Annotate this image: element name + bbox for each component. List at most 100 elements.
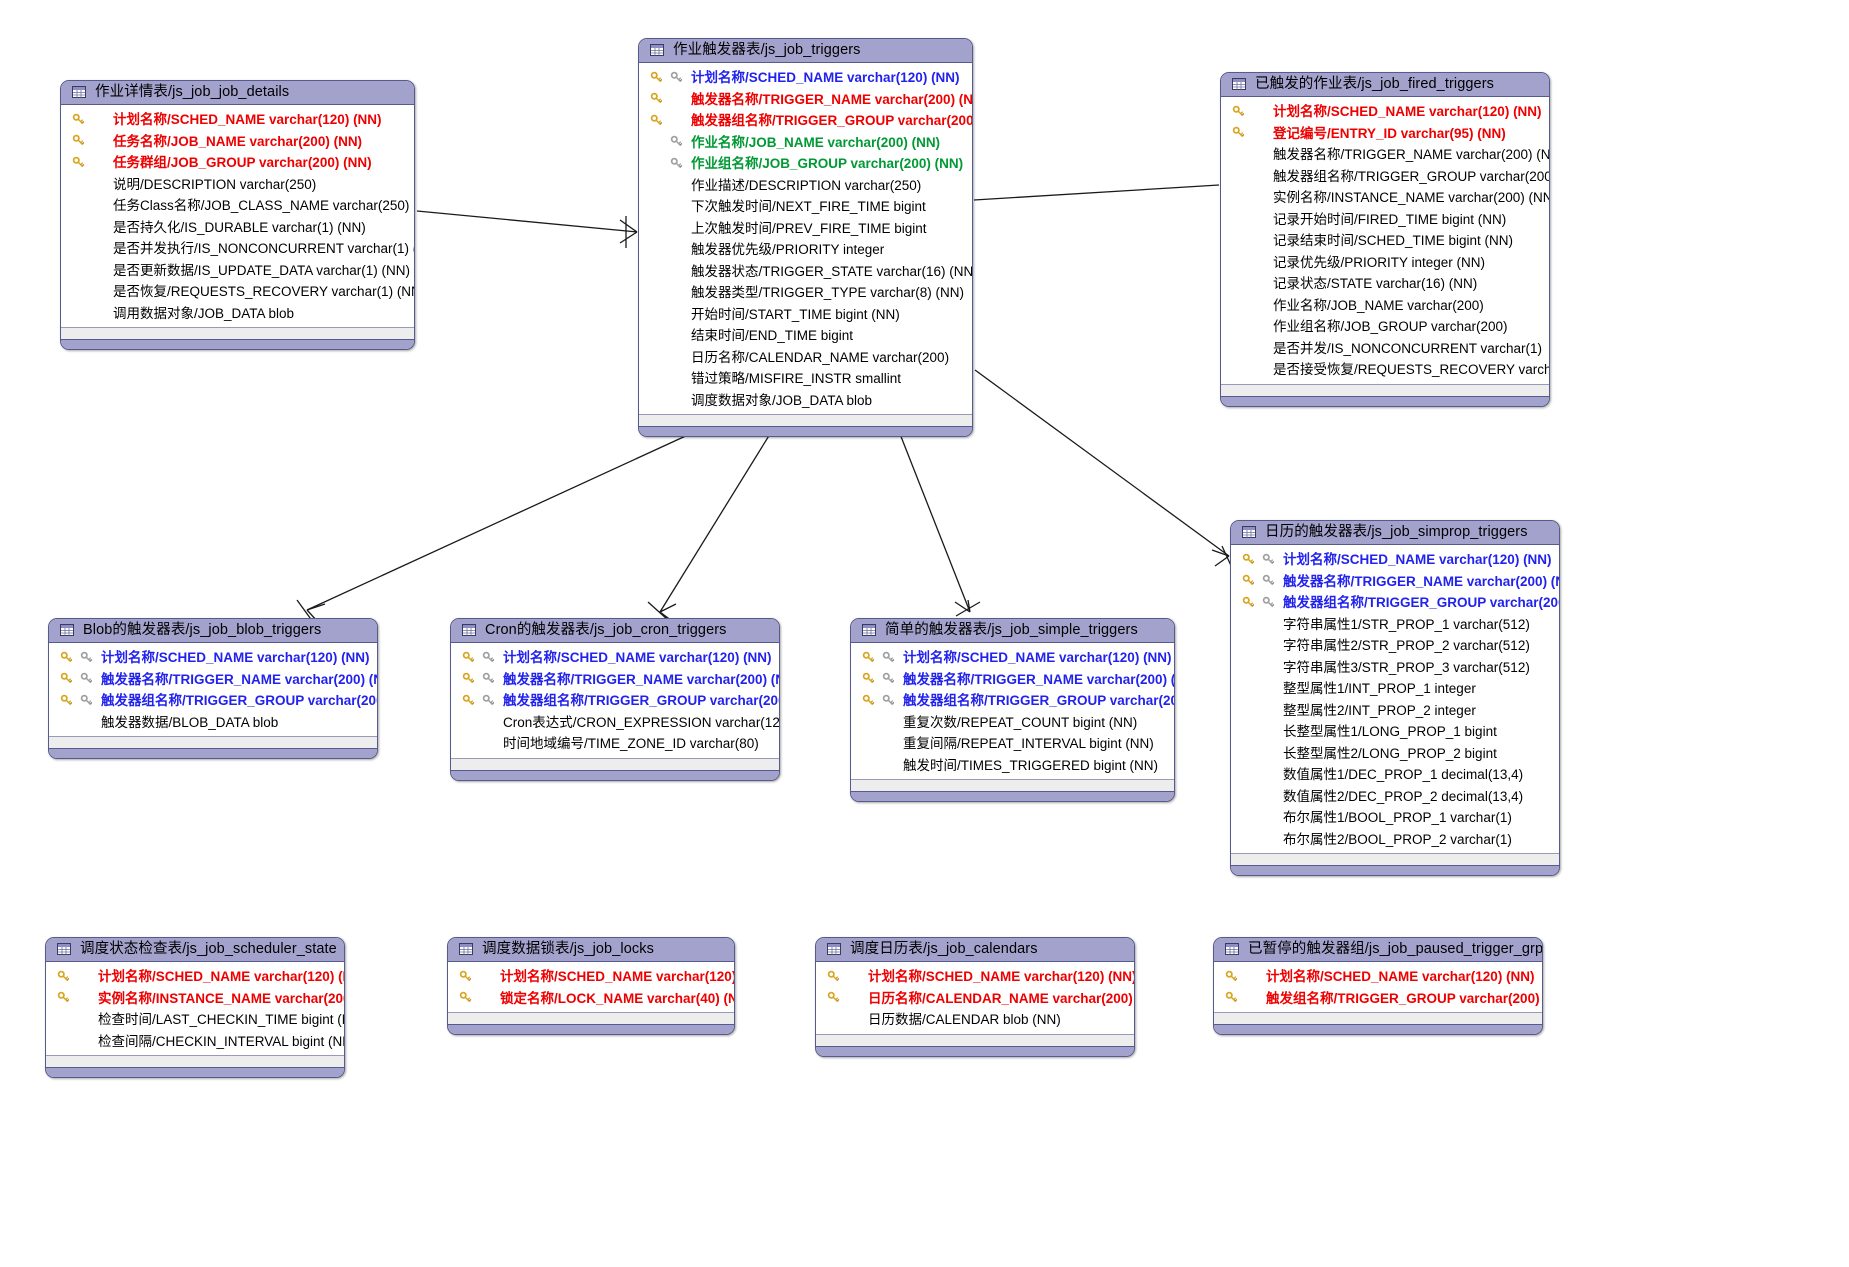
- attribute-row[interactable]: 触发时间/TIMES_TRIGGERED bigint (NN): [851, 755, 1174, 777]
- attribute-row[interactable]: 记录优先级/PRIORITY integer (NN): [1221, 252, 1549, 274]
- attribute-row[interactable]: 是否持久化/IS_DURABLE varchar(1) (NN): [61, 217, 414, 239]
- attribute-row[interactable]: 计划名称/SCHED_NAME varchar(120) (NN): [851, 647, 1174, 669]
- entity-header-paused_trigger_grps[interactable]: 已暂停的触发器组/js_job_paused_trigger_grps: [1214, 938, 1542, 962]
- attribute-row[interactable]: 触发器类型/TRIGGER_TYPE varchar(8) (NN): [639, 282, 972, 304]
- attribute-row[interactable]: 任务群组/JOB_GROUP varchar(200) (NN): [61, 152, 414, 174]
- attribute-row[interactable]: 数值属性1/DEC_PROP_1 decimal(13,4): [1231, 764, 1559, 786]
- attribute-row[interactable]: 检查时间/LAST_CHECKIN_TIME bigint (NN): [46, 1009, 344, 1031]
- attribute-row[interactable]: 调度数据对象/JOB_DATA blob: [639, 390, 972, 412]
- entity-simple_triggers[interactable]: 简单的触发器表/js_job_simple_triggers 计划名称/SCHED…: [850, 618, 1175, 802]
- entity-paused_trigger_grps[interactable]: 已暂停的触发器组/js_job_paused_trigger_grps 计划名称/…: [1213, 937, 1543, 1035]
- entity-header-locks[interactable]: 调度数据锁表/js_job_locks: [448, 938, 734, 962]
- attribute-row[interactable]: 触发器组名称/TRIGGER_GROUP varchar(200) (NN): [451, 690, 779, 712]
- attribute-row[interactable]: 字符串属性1/STR_PROP_1 varchar(512): [1231, 614, 1559, 636]
- attribute-row[interactable]: 字符串属性2/STR_PROP_2 varchar(512): [1231, 635, 1559, 657]
- attribute-row[interactable]: 计划名称/SCHED_NAME varchar(120) (NN): [1221, 101, 1549, 123]
- attribute-row[interactable]: 是否接受恢复/REQUESTS_RECOVERY varchar(1): [1221, 359, 1549, 381]
- attribute-row[interactable]: 触发器组名称/TRIGGER_GROUP varchar(200) (NN): [851, 690, 1174, 712]
- entity-job_triggers[interactable]: 作业触发器表/js_job_triggers 计划名称/SCHED_NAME va…: [638, 38, 973, 437]
- attribute-row[interactable]: Cron表达式/CRON_EXPRESSION varchar(120) (NN…: [451, 712, 779, 734]
- entity-fired_triggers[interactable]: 已触发的作业表/js_job_fired_triggers 计划名称/SCHED_…: [1220, 72, 1550, 407]
- attribute-row[interactable]: 计划名称/SCHED_NAME varchar(120) (NN): [448, 966, 734, 988]
- attribute-row[interactable]: 触发器名称/TRIGGER_NAME varchar(200) (NN): [49, 669, 377, 691]
- attribute-row[interactable]: 触发组名称/TRIGGER_GROUP varchar(200) (NN): [1214, 988, 1542, 1010]
- attribute-row[interactable]: 整型属性2/INT_PROP_2 integer: [1231, 700, 1559, 722]
- attribute-row[interactable]: 是否恢复/REQUESTS_RECOVERY varchar(1) (NN): [61, 281, 414, 303]
- entity-simprop_triggers[interactable]: 日历的触发器表/js_job_simprop_triggers 计划名称/SCHE…: [1230, 520, 1560, 876]
- entity-header-simple_triggers[interactable]: 简单的触发器表/js_job_simple_triggers: [851, 619, 1174, 643]
- attribute-row[interactable]: 是否并发/IS_NONCONCURRENT varchar(1): [1221, 338, 1549, 360]
- attribute-row[interactable]: 作业名称/JOB_NAME varchar(200) (NN): [639, 132, 972, 154]
- attribute-row[interactable]: 作业组名称/JOB_GROUP varchar(200) (NN): [639, 153, 972, 175]
- attribute-row[interactable]: 计划名称/SCHED_NAME varchar(120) (NN): [451, 647, 779, 669]
- attribute-row[interactable]: 计划名称/SCHED_NAME varchar(120) (NN): [61, 109, 414, 131]
- entity-header-simprop_triggers[interactable]: 日历的触发器表/js_job_simprop_triggers: [1231, 521, 1559, 545]
- attribute-row[interactable]: 作业组名称/JOB_GROUP varchar(200): [1221, 316, 1549, 338]
- attribute-row[interactable]: 开始时间/START_TIME bigint (NN): [639, 304, 972, 326]
- entity-header-job_triggers[interactable]: 作业触发器表/js_job_triggers: [639, 39, 972, 63]
- entity-blob_triggers[interactable]: Blob的触发器表/js_job_blob_triggers 计划名称/SCHED…: [48, 618, 378, 759]
- attribute-row[interactable]: 触发器组名称/TRIGGER_GROUP varchar(200) (NN): [49, 690, 377, 712]
- attribute-row[interactable]: 计划名称/SCHED_NAME varchar(120) (NN): [49, 647, 377, 669]
- entity-header-fired_triggers[interactable]: 已触发的作业表/js_job_fired_triggers: [1221, 73, 1549, 97]
- attribute-row[interactable]: 数值属性2/DEC_PROP_2 decimal(13,4): [1231, 786, 1559, 808]
- attribute-row[interactable]: 上次触发时间/PREV_FIRE_TIME bigint: [639, 218, 972, 240]
- attribute-row[interactable]: 实例名称/INSTANCE_NAME varchar(200) (NN): [1221, 187, 1549, 209]
- attribute-row[interactable]: 日历数据/CALENDAR blob (NN): [816, 1009, 1134, 1031]
- attribute-row[interactable]: 触发器名称/TRIGGER_NAME varchar(200) (NN): [451, 669, 779, 691]
- entity-scheduler_state[interactable]: 调度状态检查表/js_job_scheduler_state 计划名称/SCHED…: [45, 937, 345, 1078]
- attribute-row[interactable]: 字符串属性3/STR_PROP_3 varchar(512): [1231, 657, 1559, 679]
- attribute-row[interactable]: 实例名称/INSTANCE_NAME varchar(200) (NN): [46, 988, 344, 1010]
- attribute-row[interactable]: 是否并发执行/IS_NONCONCURRENT varchar(1) (NN): [61, 238, 414, 260]
- attribute-row[interactable]: 计划名称/SCHED_NAME varchar(120) (NN): [816, 966, 1134, 988]
- attribute-row[interactable]: 计划名称/SCHED_NAME varchar(120) (NN): [639, 67, 972, 89]
- attribute-row[interactable]: 任务名称/JOB_NAME varchar(200) (NN): [61, 131, 414, 153]
- attribute-row[interactable]: 任务Class名称/JOB_CLASS_NAME varchar(250) (N…: [61, 195, 414, 217]
- attribute-row[interactable]: 记录结束时间/SCHED_TIME bigint (NN): [1221, 230, 1549, 252]
- attribute-row[interactable]: 计划名称/SCHED_NAME varchar(120) (NN): [1214, 966, 1542, 988]
- attribute-row[interactable]: 长整型属性1/LONG_PROP_1 bigint: [1231, 721, 1559, 743]
- attribute-row[interactable]: 触发器数据/BLOB_DATA blob: [49, 712, 377, 734]
- attribute-row[interactable]: 长整型属性2/LONG_PROP_2 bigint: [1231, 743, 1559, 765]
- attribute-row[interactable]: 重复次数/REPEAT_COUNT bigint (NN): [851, 712, 1174, 734]
- attribute-row[interactable]: 重复间隔/REPEAT_INTERVAL bigint (NN): [851, 733, 1174, 755]
- entity-locks[interactable]: 调度数据锁表/js_job_locks 计划名称/SCHED_NAME varch…: [447, 937, 735, 1035]
- attribute-row[interactable]: 触发器状态/TRIGGER_STATE varchar(16) (NN): [639, 261, 972, 283]
- attribute-row[interactable]: 日历名称/CALENDAR_NAME varchar(200): [639, 347, 972, 369]
- attribute-row[interactable]: 下次触发时间/NEXT_FIRE_TIME bigint: [639, 196, 972, 218]
- attribute-row[interactable]: 触发器组名称/TRIGGER_GROUP varchar(200) (NN): [1231, 592, 1559, 614]
- attribute-row[interactable]: 布尔属性2/BOOL_PROP_2 varchar(1): [1231, 829, 1559, 851]
- entity-job_details[interactable]: 作业详情表/js_job_job_details 计划名称/SCHED_NAME …: [60, 80, 415, 350]
- attribute-row[interactable]: 调用数据对象/JOB_DATA blob: [61, 303, 414, 325]
- entity-header-job_details[interactable]: 作业详情表/js_job_job_details: [61, 81, 414, 105]
- entity-header-scheduler_state[interactable]: 调度状态检查表/js_job_scheduler_state: [46, 938, 344, 962]
- attribute-row[interactable]: 日历名称/CALENDAR_NAME varchar(200) (NN): [816, 988, 1134, 1010]
- attribute-row[interactable]: 触发器名称/TRIGGER_NAME varchar(200) (NN): [639, 89, 972, 111]
- attribute-row[interactable]: 作业描述/DESCRIPTION varchar(250): [639, 175, 972, 197]
- attribute-row[interactable]: 触发器组名称/TRIGGER_GROUP varchar(200) (NN): [1221, 166, 1549, 188]
- attribute-row[interactable]: 触发器名称/TRIGGER_NAME varchar(200) (NN): [851, 669, 1174, 691]
- attribute-row[interactable]: 错过策略/MISFIRE_INSTR smallint: [639, 368, 972, 390]
- entity-header-cron_triggers[interactable]: Cron的触发器表/js_job_cron_triggers: [451, 619, 779, 643]
- attribute-row[interactable]: 锁定名称/LOCK_NAME varchar(40) (NN): [448, 988, 734, 1010]
- entity-header-blob_triggers[interactable]: Blob的触发器表/js_job_blob_triggers: [49, 619, 377, 643]
- attribute-row[interactable]: 触发器名称/TRIGGER_NAME varchar(200) (NN): [1231, 571, 1559, 593]
- attribute-row[interactable]: 计划名称/SCHED_NAME varchar(120) (NN): [46, 966, 344, 988]
- attribute-row[interactable]: 结束时间/END_TIME bigint: [639, 325, 972, 347]
- attribute-row[interactable]: 时间地域编号/TIME_ZONE_ID varchar(80): [451, 733, 779, 755]
- attribute-row[interactable]: 整型属性1/INT_PROP_1 integer: [1231, 678, 1559, 700]
- attribute-row[interactable]: 说明/DESCRIPTION varchar(250): [61, 174, 414, 196]
- attribute-row[interactable]: 登记编号/ENTRY_ID varchar(95) (NN): [1221, 123, 1549, 145]
- entity-header-calendars[interactable]: 调度日历表/js_job_calendars: [816, 938, 1134, 962]
- entity-cron_triggers[interactable]: Cron的触发器表/js_job_cron_triggers 计划名称/SCHED…: [450, 618, 780, 781]
- attribute-row[interactable]: 检查间隔/CHECKIN_INTERVAL bigint (NN): [46, 1031, 344, 1053]
- attribute-row[interactable]: 是否更新数据/IS_UPDATE_DATA varchar(1) (NN): [61, 260, 414, 282]
- attribute-row[interactable]: 记录状态/STATE varchar(16) (NN): [1221, 273, 1549, 295]
- attribute-row[interactable]: 触发器名称/TRIGGER_NAME varchar(200) (NN): [1221, 144, 1549, 166]
- attribute-row[interactable]: 记录开始时间/FIRED_TIME bigint (NN): [1221, 209, 1549, 231]
- attribute-row[interactable]: 作业名称/JOB_NAME varchar(200): [1221, 295, 1549, 317]
- entity-calendars[interactable]: 调度日历表/js_job_calendars 计划名称/SCHED_NAME va…: [815, 937, 1135, 1057]
- attribute-row[interactable]: 计划名称/SCHED_NAME varchar(120) (NN): [1231, 549, 1559, 571]
- attribute-row[interactable]: 触发器组名称/TRIGGER_GROUP varchar(200) (NN): [639, 110, 972, 132]
- attribute-row[interactable]: 触发器优先级/PRIORITY integer: [639, 239, 972, 261]
